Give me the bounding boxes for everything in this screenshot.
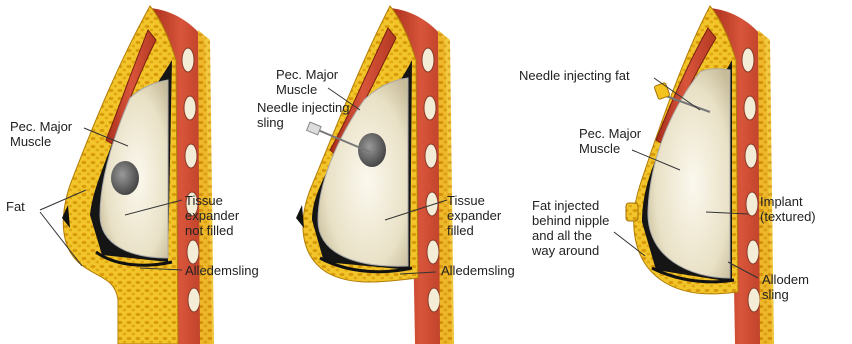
label-fat: Fat xyxy=(6,199,25,214)
label-line: Fat injected xyxy=(532,198,599,213)
label-line: Pec. Major xyxy=(579,126,642,141)
label-line: Muscle xyxy=(579,141,620,156)
label-line: Fat xyxy=(6,199,25,214)
label-implant: Implant(textured) xyxy=(760,194,816,224)
nipple-fat xyxy=(626,203,638,221)
panel-1-tissue-expander-not-filled xyxy=(62,6,214,344)
label-needle-3: Needle injecting fat xyxy=(519,68,630,83)
label-line: Allodem xyxy=(762,272,809,287)
label-sling-2: Alledemsling xyxy=(441,263,515,278)
label-line: Pec. Major xyxy=(276,67,339,82)
label-line: behind nipple xyxy=(532,213,609,228)
expander-port xyxy=(111,161,139,195)
label-line: Pec. Major xyxy=(10,119,73,134)
label-line: sling xyxy=(762,287,789,302)
implant xyxy=(648,69,730,278)
expander-port xyxy=(358,133,386,167)
label-line: way around xyxy=(531,243,599,258)
label-sling-1: Alledemsling xyxy=(185,263,259,278)
label-line: expander xyxy=(185,208,240,223)
label-line: Needle injecting fat xyxy=(519,68,630,83)
label-line: Muscle xyxy=(276,82,317,97)
label-line: expander xyxy=(447,208,502,223)
label-line: sling xyxy=(257,115,284,130)
label-line: Alledemsling xyxy=(185,263,259,278)
label-line: (textured) xyxy=(760,209,816,224)
label-line: Implant xyxy=(760,194,803,209)
label-line: Alledemsling xyxy=(441,263,515,278)
panel-2-tissue-expander-filled xyxy=(296,6,454,344)
label-line: Tissue xyxy=(185,193,223,208)
label-line: and all the xyxy=(532,228,592,243)
label-line: Tissue xyxy=(447,193,485,208)
panel-3-implant-textured xyxy=(626,6,774,344)
label-line: not filled xyxy=(185,223,233,238)
label-line: filled xyxy=(447,223,474,238)
label-line: Needle injecting xyxy=(257,100,350,115)
label-line: Muscle xyxy=(10,134,51,149)
